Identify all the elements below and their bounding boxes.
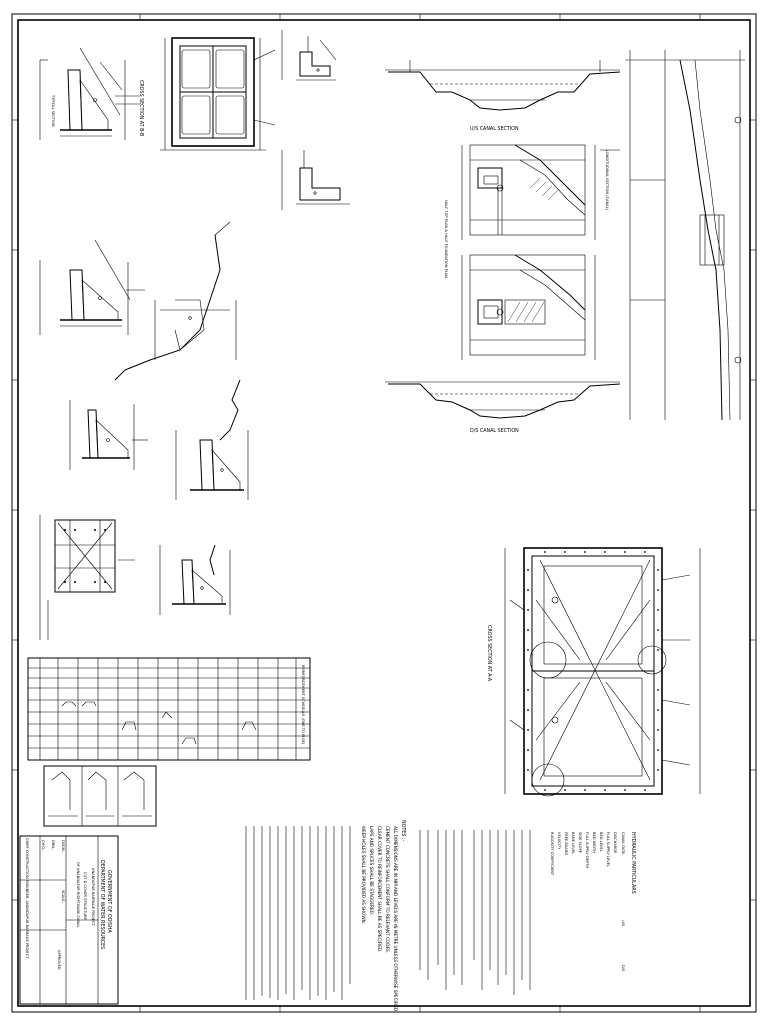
cross-section-aa: CROSS SECTION AT A-A (486, 547, 701, 797)
sheet-border (11, 13, 757, 1013)
notes-block: NOTES :- ALL DIMENSIONS ARE IN MM AND LE… (245, 820, 406, 1013)
upper-retaining-detail (281, 30, 337, 81)
note-5: WEEP HOLES SHALL BE PROVIDED AS SHOWN. (361, 826, 366, 924)
hp-row-7: BANK LEVEL (571, 832, 575, 854)
return-wall-section-2 (39, 239, 145, 335)
hp-row-5: FULL SUPPLY DEPTH (585, 832, 589, 868)
bar-bending-details (43, 765, 157, 827)
dsgn-label: DSGN.- (61, 840, 65, 854)
govt-label: GOVERNMENT OF ODISHA (106, 870, 112, 933)
chief-engineer-label: CHIEF CONSTRUCTION ENGINEER, ANANDAPUR B… (25, 838, 29, 959)
drawing-title-2: OF ANANDAPUR RIGHT BANK CANAL (76, 862, 80, 928)
hp-row-8: FREE BOARD (564, 832, 568, 855)
notes-heading: NOTES :- (400, 820, 406, 842)
detail-x-section (39, 515, 135, 640)
reinforcement-schedule-table: REINFORCEMENT SCHEDULE (ONE TO ELSE) (27, 657, 311, 761)
department-label: DEPARTMENT OF WATER RESOURCES (99, 860, 105, 949)
hp-row-1: DISCHARGE (613, 832, 617, 854)
drn-label: DRN.- (51, 840, 55, 851)
ds-canal-section-label: D/S CANAL SECTION (470, 428, 519, 434)
note-4: LAPS AND SPLICES SHALL BE STAGGERED. (369, 826, 374, 915)
half-plan-lower: HALF TOP PLAN & HALF FOUNDATION PLAN (444, 200, 596, 360)
hp-row-4: BED WIDTH (592, 832, 596, 853)
ds-canal-section-drawing: D/S CANAL SECTION (385, 381, 621, 434)
hp-row-10: RUGOSITY COEFFICIENT (550, 832, 554, 876)
us-canal-section-label: U/S CANAL SECTION (470, 126, 519, 132)
longitudinal-section-label: LONGITUDINAL SECTION (CANAL) (605, 150, 609, 211)
hp-header-1: CANAL DATA (621, 832, 625, 855)
note-3: CLEAR COVER TO REINFORCEMENT SHALL BE AS… (377, 826, 382, 952)
hp-row-3: BED LEVEL (599, 832, 603, 852)
project-label: ANANDAPUR BARRAGE PROJECT (91, 868, 95, 927)
note-2: CEMENT CONCRETE SHALL CONFORM TO RELEVAN… (385, 826, 390, 953)
section-marks (496, 184, 559, 724)
hp-header-2: U/S (621, 920, 625, 927)
half-plan-upper (461, 144, 620, 240)
hydraulic-particulars-block: HYDRAULIC PARTICULARS CANAL DATA U/S D/S… (419, 830, 636, 995)
hp-row-6: SIDE SLOPE (578, 832, 582, 854)
cross-section-bb-label: CROSS SECTION AT B-B (138, 80, 144, 136)
approved-label: APPROVED (57, 950, 61, 970)
longitudinal-section-drawing: LONGITUDINAL SECTION (CANAL) (605, 50, 745, 421)
title-block: GOVERNMENT OF ODISHA DEPARTMENT OF WATER… (19, 835, 119, 1005)
hp-header-3: D/S (621, 965, 625, 972)
cross-section-aa-label: CROSS SECTION AT A-A (486, 625, 492, 682)
reinforcement-schedule-label: REINFORCEMENT SCHEDULE (ONE TO ELSE) (301, 665, 305, 745)
wing-wall-profile (114, 221, 237, 381)
hp-row-2: FULL SUPPLY LEVEL (606, 832, 610, 867)
chkd-label: CH'D.- (41, 840, 45, 852)
parapet-detail (281, 150, 350, 210)
wing-wall-section-2 (175, 379, 249, 500)
svg-text:TYPICAL SECTION: TYPICAL SECTION (51, 94, 55, 127)
us-canal-section-drawing: U/S CANAL SECTION (385, 60, 621, 132)
return-wall-section-1: TYPICAL SECTION (39, 47, 140, 140)
hp-row-9: VELOCITY (557, 832, 561, 850)
hydraulic-particulars-heading: HYDRAULIC PARTICULARS (630, 832, 636, 894)
note-1: ALL DIMENSIONS ARE IN MM AND LEVELS ARE … (393, 826, 398, 1013)
half-top-plan-label: HALF TOP PLAN & HALF FOUNDATION PLAN (444, 200, 448, 278)
wing-wall-section-3 (159, 544, 231, 615)
cross-section-bb: CROSS SECTION AT B-B (138, 37, 276, 151)
scale-label: SCALE- (61, 890, 65, 904)
drawing-title-1: CUT & COVER STRUCTURE (83, 872, 87, 921)
return-wall-section-3 (69, 400, 148, 470)
